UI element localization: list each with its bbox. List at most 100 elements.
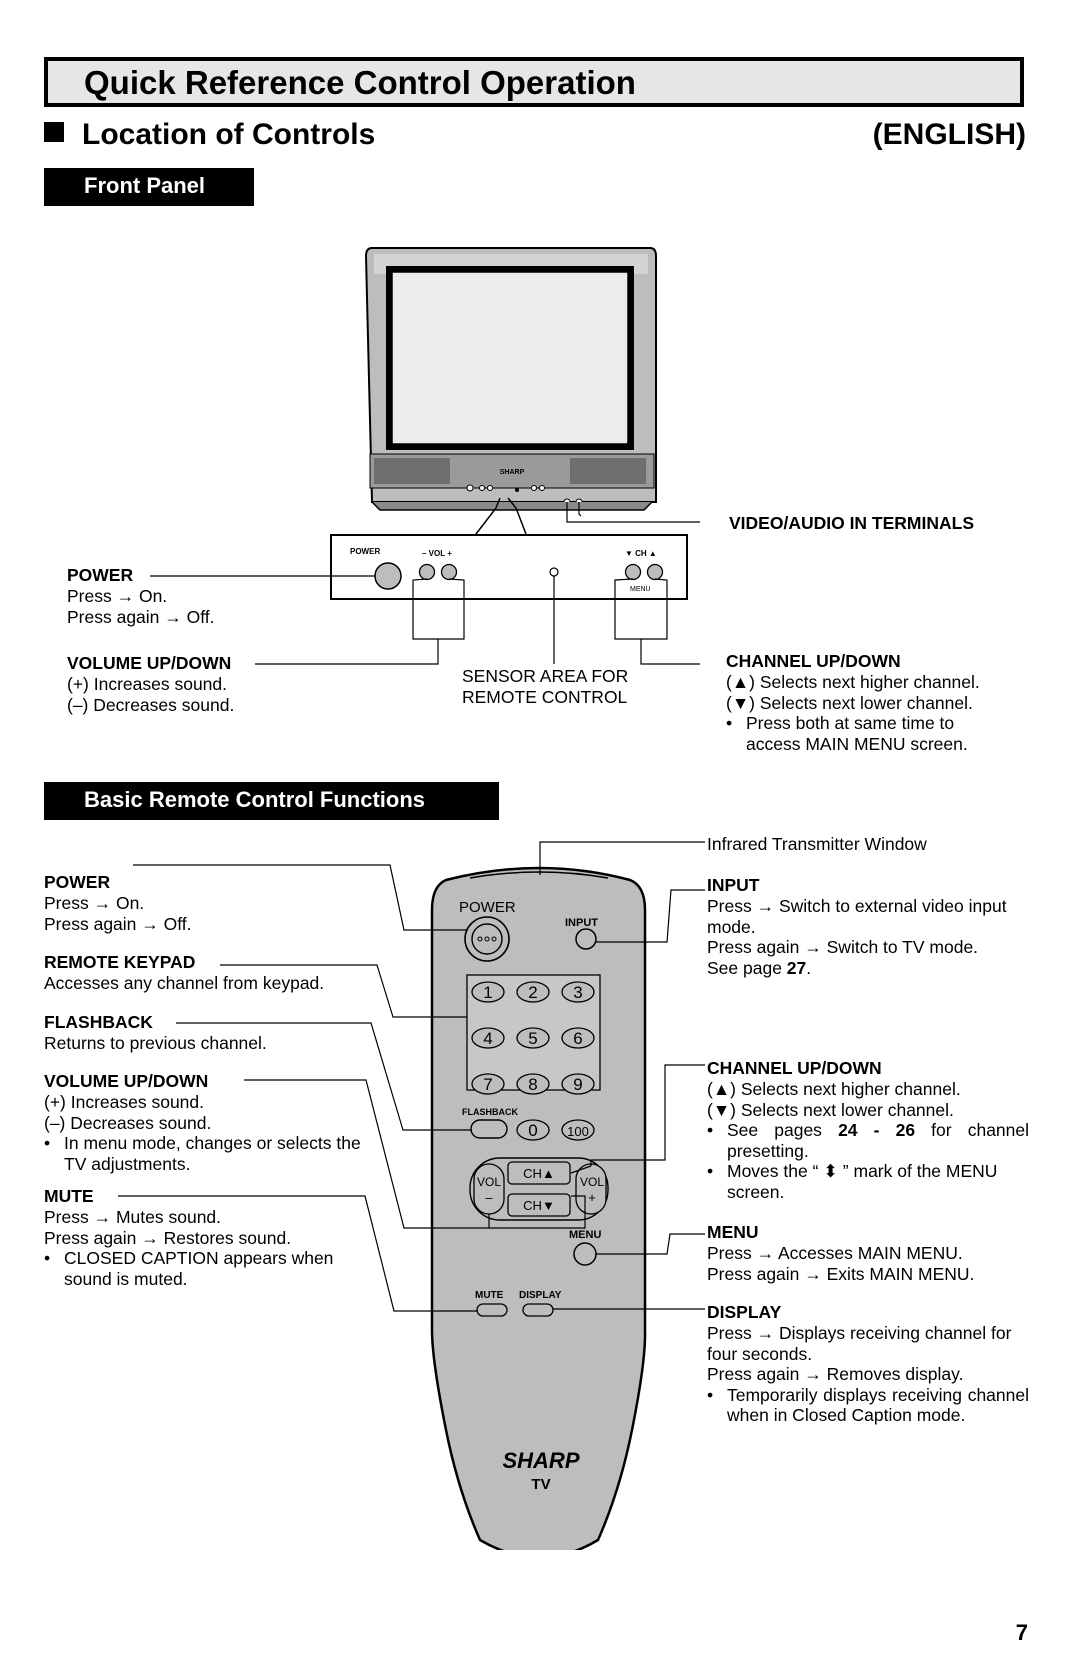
- square-bullet-icon: [44, 122, 64, 142]
- remote-channel-see-end: for channel presetting.: [727, 1120, 1030, 1161]
- remote-flashback-text: FLASHBACK: [462, 1107, 518, 1117]
- panel-sensor: [549, 567, 559, 577]
- tv-screen: [391, 271, 629, 445]
- remote-ch-down-button: [507, 1193, 571, 1217]
- remote-keypad-line: Accesses any channel from keypad.: [44, 973, 325, 993]
- keypad-label-2: 2: [528, 983, 537, 1002]
- remote-flashback-line: Returns to previous channel.: [44, 1033, 267, 1053]
- front-channel-line: (▼) Selects next lower channel.: [726, 692, 973, 713]
- remote-cursor-cluster: [469, 1157, 609, 1221]
- panel-menu-label: MENU: [630, 586, 651, 593]
- remote-display-button: [522, 1303, 554, 1317]
- remote-display-line: Press again → Removes display.: [707, 1364, 964, 1384]
- remote-volume-bullet: In menu mode, changes or selects the TV …: [44, 1133, 364, 1174]
- panel-power-label: POWER: [350, 547, 380, 556]
- remote-input-see: See page: [707, 957, 787, 978]
- remote-power-line: Press → On.: [44, 893, 145, 913]
- keypad-label-0: 0: [528, 1121, 537, 1140]
- remote-brand-sub: TV: [531, 1476, 550, 1493]
- panel-ch-down-button: [624, 563, 642, 581]
- keypad-button-5: [516, 1027, 550, 1049]
- title-box: Quick Reference Control Operation: [44, 57, 1024, 107]
- keypad-button-2: [516, 981, 550, 1003]
- language-label: (ENGLISH): [872, 118, 1026, 151]
- keypad-button-3: [561, 981, 595, 1003]
- remote-input-label: INPUT: [707, 875, 760, 895]
- remote-heading: Basic Remote Control Functions: [44, 782, 499, 820]
- remote-flashback-button: [470, 1119, 508, 1139]
- remote-brand-logo: SHARP: [502, 1448, 579, 1473]
- sensor-line: SENSOR AREA FOR: [462, 666, 629, 686]
- keypad-label-4: 4: [483, 1029, 492, 1048]
- remote-power-callout: POWER Press → On. Press again → Off.: [44, 872, 384, 934]
- remote-input-page-ref: 27: [786, 957, 807, 978]
- keypad-label-7: 7: [483, 1075, 492, 1094]
- keypad-button-1: [471, 981, 505, 1003]
- remote-menu-label: MENU: [707, 1222, 759, 1242]
- front-volume-label: VOLUME UP/DOWN: [67, 653, 232, 673]
- keypad-button-9: [561, 1073, 595, 1095]
- front-panel-heading: Front Panel: [44, 168, 254, 206]
- remote-channel-see: See pages: [727, 1120, 839, 1140]
- remote-input-text: INPUT: [565, 917, 598, 929]
- remote-menu-button: [573, 1242, 597, 1266]
- remote-channel-line: (▲) Selects next higher channel.: [707, 1079, 961, 1099]
- remote-power-line: Press again → Off.: [44, 913, 192, 934]
- front-power-line: Press again → Off.: [67, 606, 215, 627]
- panel-ch-up-button: [646, 563, 664, 581]
- tv-front-panel-drawing: SHARP POWER – VOL + ▼ CH ▲ MENU: [150, 247, 700, 665]
- remote-channel-line: (▼) Selects next lower channel.: [707, 1099, 954, 1120]
- sensor-callout: SENSOR AREA FOR REMOTE CONTROL: [462, 666, 672, 707]
- svg-text:–: –: [485, 1190, 493, 1205]
- keypad-button-6: [561, 1027, 595, 1049]
- remote-channel-page-ref: 24 - 26: [838, 1120, 916, 1140]
- keypad-label-9: 9: [573, 1075, 582, 1094]
- front-channel-bullet: Press both at same time to access MAIN M…: [726, 713, 996, 754]
- remote-volume-label: VOLUME UP/DOWN: [44, 1071, 209, 1091]
- keypad-label-3: 3: [573, 983, 582, 1002]
- remote-volume-callout: VOLUME UP/DOWN (+) Increases sound. (–) …: [44, 1071, 364, 1174]
- remote-ch-up-text: CH▲: [523, 1166, 555, 1181]
- keypad-button-100: [561, 1119, 595, 1141]
- remote-display-line: Press → Displays receiving channel for f…: [707, 1323, 1012, 1364]
- front-volume-line: (+) Increases sound.: [67, 674, 228, 694]
- svg-text:VOL: VOL: [477, 1175, 501, 1189]
- front-channel-label: CHANNEL UP/DOWN: [726, 651, 901, 671]
- remote-vol-down-button: [473, 1163, 505, 1215]
- remote-menu-text: MENU: [569, 1229, 601, 1241]
- infrared-label: Infrared Transmitter Window: [707, 834, 927, 854]
- remote-display-callout: DISPLAY Press → Displays receiving chann…: [707, 1302, 1029, 1426]
- remote-input-line: Press again → Switch to TV mode.: [707, 937, 979, 957]
- remote-input-callout: INPUT Press → Switch to external video i…: [707, 875, 1029, 978]
- keypad-label-8: 8: [528, 1075, 537, 1094]
- remote-mute-line: Press again → Restores sound.: [44, 1227, 292, 1248]
- keypad-label-5: 5: [528, 1029, 537, 1048]
- section-title: Location of Controls: [82, 118, 376, 151]
- keypad-button-4: [471, 1027, 505, 1049]
- remote-volume-line: (+) Increases sound.: [44, 1092, 205, 1112]
- svg-text:+: +: [588, 1190, 596, 1205]
- remote-menu-line: Press → Accesses MAIN MENU.: [707, 1243, 963, 1263]
- right-speaker-grille: [570, 458, 646, 484]
- remote-mute-callout: MUTE Press → Mutes sound. Press again → …: [44, 1186, 364, 1289]
- panel-power-button: [374, 562, 402, 590]
- remote-flashback-label: FLASHBACK: [44, 1012, 153, 1032]
- front-power-line: Press → On.: [67, 586, 168, 606]
- remote-menu-line: Press again → Exits MAIN MENU.: [707, 1263, 975, 1284]
- remote-menu-callout: MENU Press → Accesses MAIN MENU. Press a…: [707, 1222, 1029, 1284]
- remote-mute-button: [476, 1303, 508, 1317]
- front-channel-line: (▲) Selects next higher channel.: [726, 672, 980, 692]
- remote-display-bullet: Temporarily displays receiving channel w…: [707, 1385, 1029, 1426]
- sensor-line: REMOTE CONTROL: [462, 686, 628, 707]
- remote-mute-label: MUTE: [44, 1186, 94, 1206]
- keypad-button-7: [471, 1073, 505, 1095]
- left-speaker-grille: [374, 458, 450, 484]
- panel-vol-label: – VOL +: [422, 549, 452, 558]
- remote-keypad-label: REMOTE KEYPAD: [44, 952, 196, 972]
- remote-flashback-callout: FLASHBACK Returns to previous channel.: [44, 1012, 384, 1054]
- remote-input-see-end: .: [806, 957, 812, 978]
- terminals-label: VIDEO/AUDIO IN TERMINALS: [729, 513, 975, 533]
- remote-vol-up-button: [575, 1163, 607, 1215]
